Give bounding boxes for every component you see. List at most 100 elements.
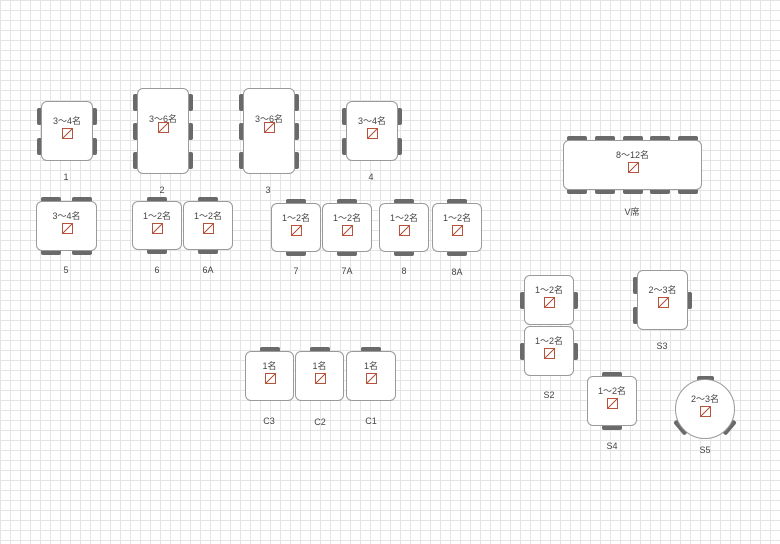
table[interactable]: 8〜12名	[563, 140, 702, 190]
chair	[147, 197, 167, 202]
table-capacity: 1〜2名	[142, 210, 171, 221]
no-smoking-icon	[342, 224, 353, 236]
table[interactable]: 1名	[295, 351, 344, 401]
chair	[394, 251, 414, 256]
table[interactable]: 3〜4名	[41, 101, 93, 161]
chair	[520, 292, 525, 309]
table[interactable]: 1〜2名	[322, 203, 372, 252]
chair	[394, 199, 414, 204]
table[interactable]: 1〜2名	[432, 203, 482, 252]
table-label: S3	[656, 341, 668, 351]
table-label: 3	[265, 185, 271, 195]
table-label: 8A	[451, 267, 463, 277]
chair	[286, 251, 306, 256]
table[interactable]: 1〜2名	[271, 203, 321, 252]
chair	[309, 347, 330, 352]
table-label: V席	[624, 207, 640, 217]
table-label: 2	[159, 185, 165, 195]
no-smoking-icon	[264, 122, 275, 133]
no-smoking-icon	[657, 297, 669, 308]
table[interactable]: 1〜2名	[587, 376, 637, 426]
no-smoking-icon	[314, 373, 326, 384]
table[interactable]: 1名	[346, 351, 396, 401]
chair	[397, 108, 402, 125]
chair	[37, 108, 42, 125]
table-capacity: 1〜2名	[597, 386, 626, 396]
no-smoking-icon	[203, 222, 214, 234]
chair	[633, 307, 638, 324]
table[interactable]: 3〜6名	[243, 88, 295, 174]
table-capacity: 3〜4名	[357, 116, 386, 126]
table-label: C2	[314, 417, 326, 427]
chair	[286, 199, 306, 204]
table[interactable]: 1名	[245, 351, 294, 401]
table-capacity: 1〜2名	[442, 212, 471, 223]
table[interactable]: 1〜2名	[379, 203, 429, 252]
chair	[687, 292, 692, 309]
chair	[650, 136, 671, 141]
no-smoking-icon	[158, 122, 169, 133]
chair	[133, 123, 138, 140]
chair	[239, 94, 244, 112]
table[interactable]: 1〜2名	[524, 326, 574, 376]
chair	[198, 197, 218, 202]
chair	[342, 108, 347, 125]
chair	[37, 138, 42, 155]
table-capacity: 8〜12名	[615, 150, 650, 160]
table-capacity: 3〜6名	[148, 114, 177, 124]
table[interactable]: 3〜4名	[346, 101, 398, 161]
chair	[239, 151, 244, 169]
chair	[650, 189, 671, 194]
table[interactable]: 2〜3名	[675, 379, 735, 439]
table[interactable]: 1〜2名	[132, 201, 182, 250]
chair	[337, 251, 357, 256]
no-smoking-icon	[291, 224, 302, 236]
table[interactable]: 1〜2名	[183, 201, 233, 250]
chair	[602, 372, 622, 377]
chair	[133, 151, 138, 169]
chair	[573, 343, 578, 360]
table-capacity: 3〜6名	[254, 114, 283, 124]
table-label: 6	[154, 265, 160, 275]
table-label: S5	[699, 445, 711, 455]
table-capacity: 1名	[262, 361, 277, 371]
table-capacity: 1〜2名	[281, 212, 310, 223]
table-label: 4	[368, 172, 374, 182]
table-capacity: 1〜2名	[193, 210, 222, 221]
chair	[622, 136, 643, 141]
no-smoking-icon	[152, 222, 163, 234]
no-smoking-icon	[544, 297, 555, 308]
table-capacity: 1〜2名	[332, 212, 361, 223]
chair	[361, 347, 381, 352]
chair	[41, 197, 62, 202]
chair	[566, 189, 587, 194]
table[interactable]: 3〜6名	[137, 88, 189, 174]
no-smoking-icon	[544, 348, 555, 359]
chair	[447, 251, 467, 256]
chair	[198, 249, 218, 254]
chair	[697, 376, 714, 381]
chair	[633, 277, 638, 294]
table-capacity: 1〜2名	[534, 285, 563, 295]
chair	[188, 123, 193, 140]
chair	[259, 347, 280, 352]
table[interactable]: 2〜3名	[637, 270, 688, 330]
chair	[92, 138, 97, 155]
chair	[602, 425, 622, 430]
table-capacity: 3〜4名	[52, 116, 81, 126]
table-capacity: 1〜2名	[534, 336, 563, 346]
no-smoking-icon	[700, 406, 711, 417]
table[interactable]: 1〜2名	[524, 275, 574, 325]
no-smoking-icon	[452, 224, 463, 236]
table[interactable]: 3〜4名	[36, 201, 97, 251]
table-label: 7A	[341, 266, 353, 276]
chair	[594, 189, 615, 194]
no-smoking-icon	[366, 373, 377, 384]
chair	[397, 138, 402, 155]
chair	[678, 136, 699, 141]
chair	[678, 189, 699, 194]
chair	[92, 108, 97, 125]
chair	[71, 197, 92, 202]
table-label: S4	[606, 441, 618, 451]
no-smoking-icon	[399, 224, 410, 236]
